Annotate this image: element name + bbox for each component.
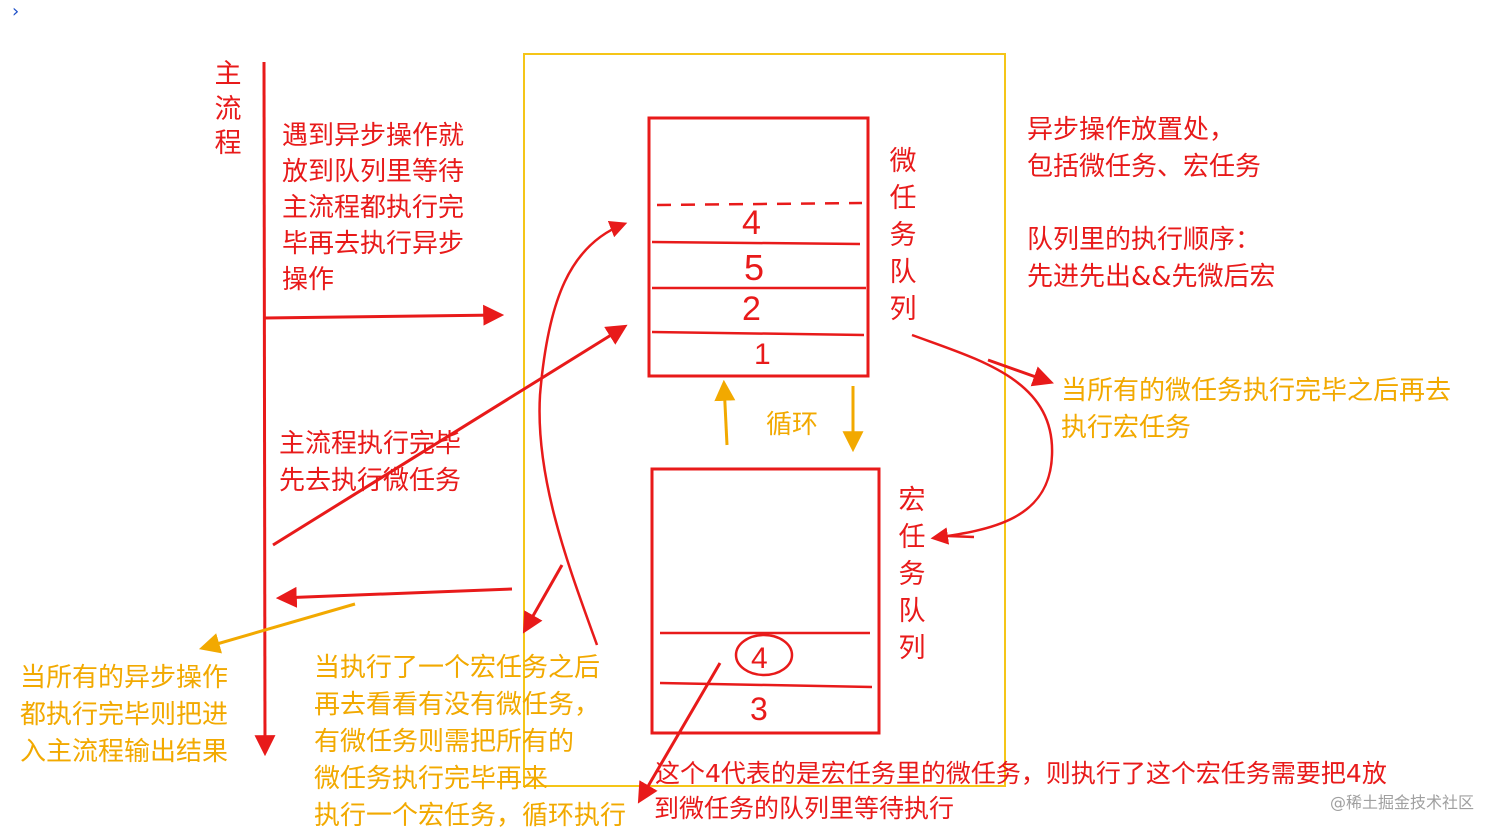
after-macro-label: 当执行了一个宏任务之后 再去看看有没有微任务， 有微任务则需把所有的 微任务执行… xyxy=(314,653,627,831)
async-container-box xyxy=(523,53,1006,787)
async-place-label: 异步操作放置处， 包括微任务、宏任务 xyxy=(1027,115,1262,182)
expand-chevron-icon[interactable]: › xyxy=(12,1,20,22)
macro-slot-label: 3 xyxy=(750,691,768,727)
note-4-line2: 到微任务的队列里等待执行 xyxy=(654,794,955,823)
micro-slot-label: 1 xyxy=(754,338,771,371)
micro-slot-label: 5 xyxy=(744,247,764,288)
loop-label: 循环 xyxy=(766,410,819,440)
macro-slot-4-circle xyxy=(734,633,794,677)
macro-label-tick xyxy=(947,534,975,539)
put-in-queue-label: 遇到异步操作就 放到队列里等待 主流程都执行完 毕再去执行异步 操作 xyxy=(282,121,465,295)
micro-note-arrow xyxy=(987,358,1054,387)
macro-queue-box xyxy=(650,467,881,735)
loop-up-arrow xyxy=(714,379,736,446)
micro-slot-divider-dashed xyxy=(656,201,863,207)
micro-slot-divider xyxy=(651,240,861,246)
main-flow-arrow xyxy=(254,61,276,757)
micro-queue-box xyxy=(647,116,870,378)
watermark: @稀土掘金技术社区 xyxy=(1330,793,1475,812)
all-async-done-label: 当所有的异步操作 都执行完毕则把进 入主流程输出结果 xyxy=(20,663,229,767)
note-4-line1: 这个4代表的是宏任务里的微任务，则执行了这个宏任务需要把4放 xyxy=(655,759,1387,788)
main-done-to-micro-arrow xyxy=(272,324,628,547)
to-queue-arrow xyxy=(264,304,505,326)
macro-queue-label: 宏 任 务 队 列 xyxy=(898,485,926,664)
macro-slot-label: 4 xyxy=(751,642,768,675)
to-result-arrow xyxy=(198,602,356,654)
macro-slot-divider xyxy=(659,681,873,689)
micro-slot-label: 2 xyxy=(742,290,761,328)
queue-order-label: 队列里的执行顺序： 先进先出&&先微后宏 xyxy=(1027,225,1276,292)
micro-to-macro-curve xyxy=(911,333,1054,545)
after-micro-label: 当所有的微任务执行完毕之后再去 执行宏任务 xyxy=(1061,376,1452,443)
macro-to-micro-curve xyxy=(538,220,628,646)
main-flow-label: 主 流 程 xyxy=(214,59,242,160)
macro-to-text-arrow xyxy=(522,564,564,634)
main-done-micro-label: 主流程执行完毕 先去执行微任务 xyxy=(279,429,462,496)
micro-slot-divider xyxy=(651,330,865,337)
micro-slot-label: 4 xyxy=(742,204,761,242)
back-to-main-arrow xyxy=(275,586,513,608)
micro-queue-label: 微 任 务 队 列 xyxy=(889,146,917,325)
